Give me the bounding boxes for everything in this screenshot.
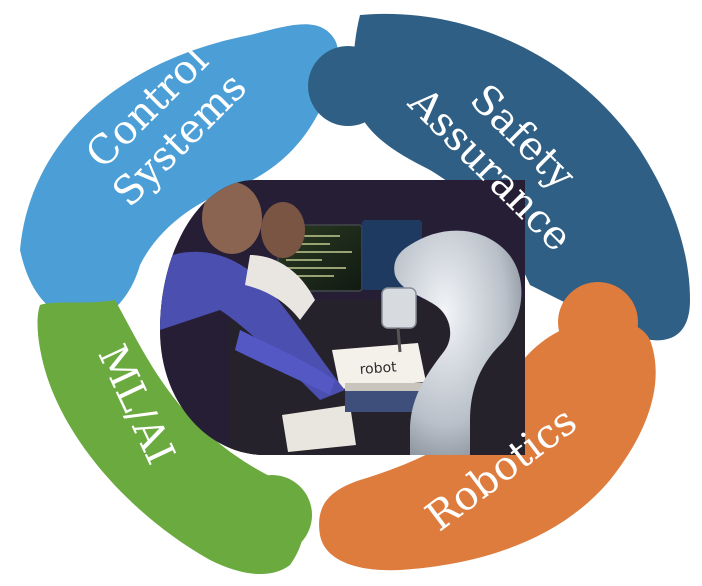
segment-control-systems-knob [42,230,122,310]
segment-robotics-knob [558,282,638,362]
paper-sheet-lower [282,405,356,452]
person-arm-left [235,330,335,395]
person-head-left [202,182,262,254]
paper-sheet [332,343,426,389]
segment-ml-ai-knob [232,475,312,555]
person-body-right [245,255,315,320]
segment-safety-assurance [353,13,690,341]
segment-safety-assurance-knob [308,46,388,126]
robot-pen-icon [396,327,402,353]
book-stack [345,390,423,412]
person-head-right [261,202,305,258]
center-photo: robot [160,180,525,455]
robot-gripper-icon [381,287,417,329]
book-stack-top [345,383,423,391]
handwritten-note: robot [359,359,397,378]
robot-arm-icon [394,230,522,455]
